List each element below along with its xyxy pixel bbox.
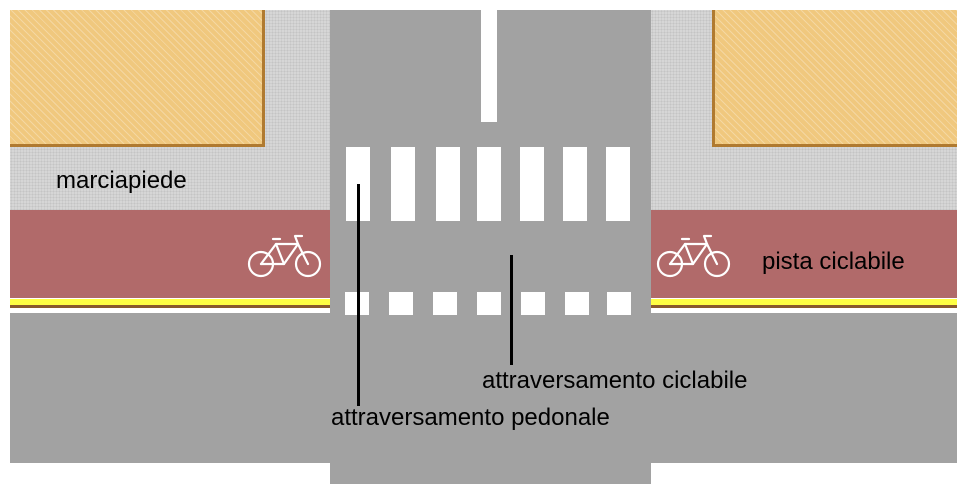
road-horizontal — [10, 313, 957, 463]
bike-lane-right — [651, 210, 957, 298]
building-right — [712, 10, 957, 147]
zebra-stripe — [606, 147, 630, 221]
zebra-stripe — [477, 147, 501, 221]
bike-crossing-dash — [433, 292, 457, 315]
center-lane-line — [481, 10, 497, 122]
edge-line-bottom-right — [651, 466, 957, 484]
label-bike-crossing: attraversamento ciclabile — [482, 367, 748, 394]
bicycle-icon — [247, 234, 322, 278]
zebra-stripe — [436, 147, 460, 221]
bike-lane-left-curb-edge — [10, 305, 330, 308]
bicycle-icon — [656, 234, 731, 278]
label-sidewalk: marciapiede — [56, 167, 187, 194]
edge-line-bottom-left — [10, 466, 330, 484]
bike-crossing-dash — [607, 292, 631, 315]
bike-crossing-dash — [389, 292, 413, 315]
label-pedestrian-crossing: attraversamento pedonale — [331, 404, 610, 431]
bike-lane-right-curb-edge — [651, 305, 957, 308]
building-left — [10, 10, 265, 147]
zebra-stripe — [563, 147, 587, 221]
label-bike-lane: pista ciclabile — [762, 248, 905, 275]
bike-crossing-dash — [477, 292, 501, 315]
bike-crossing-dash — [565, 292, 589, 315]
pointer-bike-crossing — [510, 255, 513, 365]
zebra-stripe — [520, 147, 544, 221]
bike-lane-left-curb — [10, 299, 330, 305]
zebra-stripe — [391, 147, 415, 221]
bike-lane-left — [10, 210, 330, 298]
bike-lane-right-curb — [651, 299, 957, 305]
pointer-pedestrian-crossing — [357, 184, 360, 406]
bike-crossing-dash — [521, 292, 545, 315]
